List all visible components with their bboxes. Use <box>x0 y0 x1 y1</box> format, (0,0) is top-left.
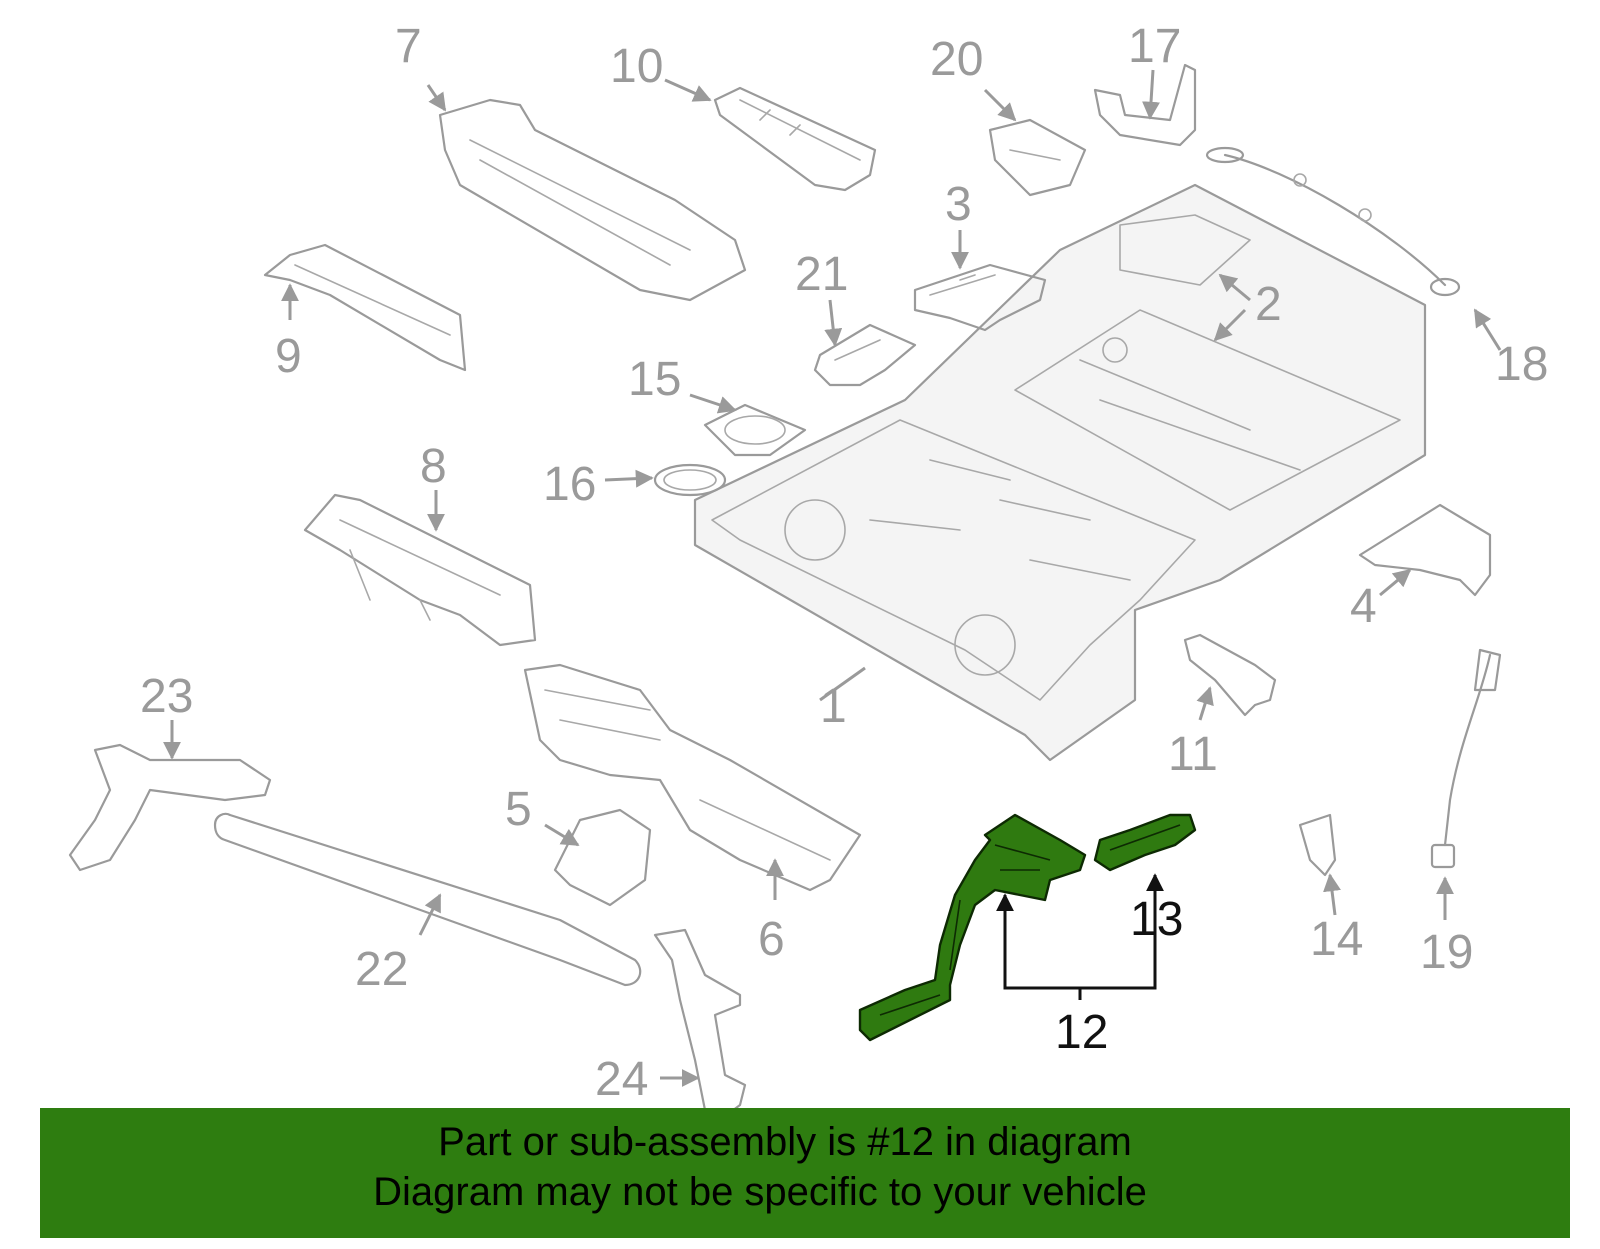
callout-13: 13 <box>1130 893 1183 946</box>
callout-labels: 1 2 3 4 5 6 7 8 9 10 11 12 13 14 15 16 1… <box>140 20 1548 1106</box>
info-banner: Part or sub-assembly is #12 in diagram D… <box>40 1108 1570 1238</box>
part-24-bracket <box>653 928 747 1122</box>
callout-6: 6 <box>758 913 785 966</box>
callout-20: 20 <box>930 33 983 86</box>
part-13-rail <box>1093 813 1197 872</box>
callout-16: 16 <box>543 458 596 511</box>
part-15-plate <box>703 403 807 457</box>
callout-5: 5 <box>505 783 532 836</box>
callout-19: 19 <box>1420 926 1473 979</box>
callout-12: 12 <box>1055 1006 1108 1059</box>
callout-23: 23 <box>140 670 193 723</box>
part-8-rail <box>303 493 537 647</box>
callout-14: 14 <box>1310 913 1363 966</box>
part-22-bar <box>213 812 642 987</box>
part-17-bracket <box>1093 63 1197 147</box>
part-19-cable <box>1430 648 1502 869</box>
callout-9: 9 <box>275 330 302 383</box>
callout-3: 3 <box>945 178 972 231</box>
callout-7: 7 <box>395 20 422 73</box>
callout-4: 4 <box>1350 580 1377 633</box>
callout-8: 8 <box>420 440 447 493</box>
part-6-panel <box>523 663 862 892</box>
part-20-bracket <box>988 118 1087 197</box>
callout-2: 2 <box>1255 278 1282 331</box>
part-3-bracket <box>913 263 1047 332</box>
callout-21: 21 <box>795 248 848 301</box>
part-9-brace <box>263 243 467 372</box>
part-5-bracket <box>553 808 652 907</box>
callout-1: 1 <box>820 680 847 733</box>
callout-11: 11 <box>1168 728 1218 781</box>
leader-lines <box>163 69 1502 1087</box>
banner-line-part: Part or sub-assembly is #12 in diagram <box>438 1120 1132 1164</box>
callout-22: 22 <box>355 943 408 996</box>
part-14-bracket <box>1298 813 1337 877</box>
callout-24: 24 <box>595 1053 648 1106</box>
part-11-bracket <box>1183 633 1277 717</box>
part-18-cable <box>1205 146 1461 297</box>
part-1-floor-pan <box>693 183 1427 762</box>
callout-10: 10 <box>610 40 663 93</box>
part-4-bracket <box>1358 503 1492 597</box>
banner-line-disclaimer: Diagram may not be specific to your vehi… <box>373 1170 1147 1214</box>
callout-15: 15 <box>628 353 681 406</box>
part-21-bracket <box>813 323 917 387</box>
part-10-rail <box>713 86 877 192</box>
callout-17: 17 <box>1128 20 1181 73</box>
part-16-grommet <box>653 463 727 497</box>
part-23-bracket <box>68 743 272 872</box>
part-12-highlighted-rail <box>858 813 1087 1042</box>
callout-18: 18 <box>1495 338 1548 391</box>
part-7-crossmember <box>438 98 747 302</box>
